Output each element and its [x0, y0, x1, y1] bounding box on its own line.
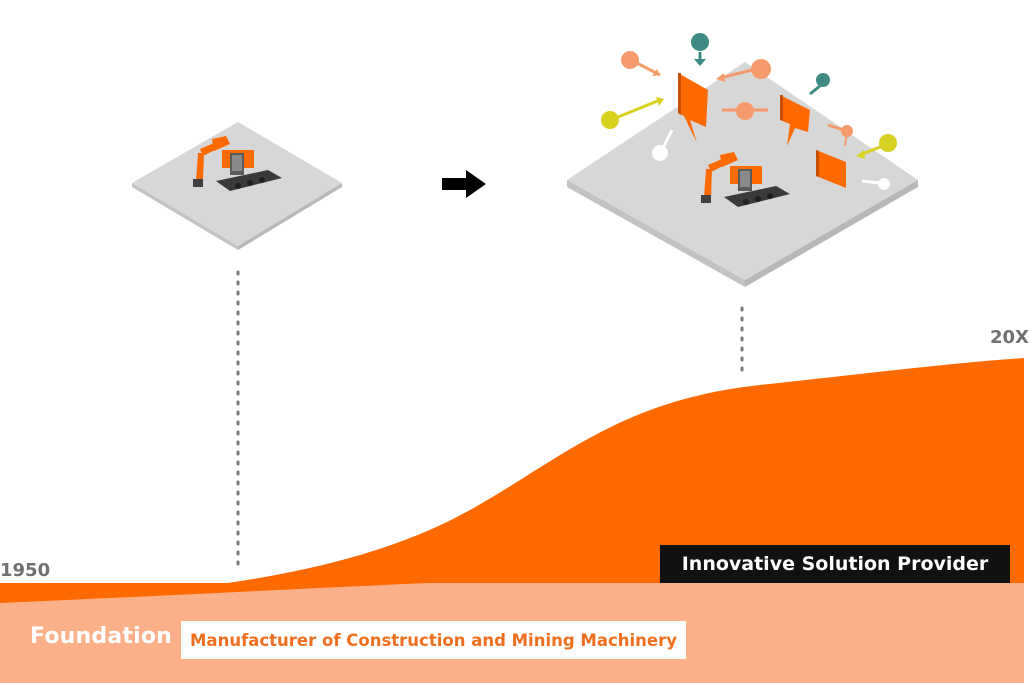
- past-role-box: Manufacturer of Construction and Mining …: [181, 621, 686, 659]
- signal-network: [601, 33, 897, 190]
- foundation-label: Foundation: [30, 624, 173, 649]
- speech-bubble-icon: [780, 95, 810, 146]
- timeline-end-year: 20X: [990, 327, 1029, 348]
- timeline-start-year: 1950: [0, 560, 51, 581]
- future-role-box: Innovative Solution Provider: [660, 545, 1010, 583]
- speech-bubble-icon: [816, 150, 846, 188]
- excavator-icon: [701, 152, 790, 207]
- speech-bubble-icon: [678, 73, 708, 143]
- excavator-icon: [193, 136, 282, 191]
- arrow-right-icon: [442, 170, 486, 198]
